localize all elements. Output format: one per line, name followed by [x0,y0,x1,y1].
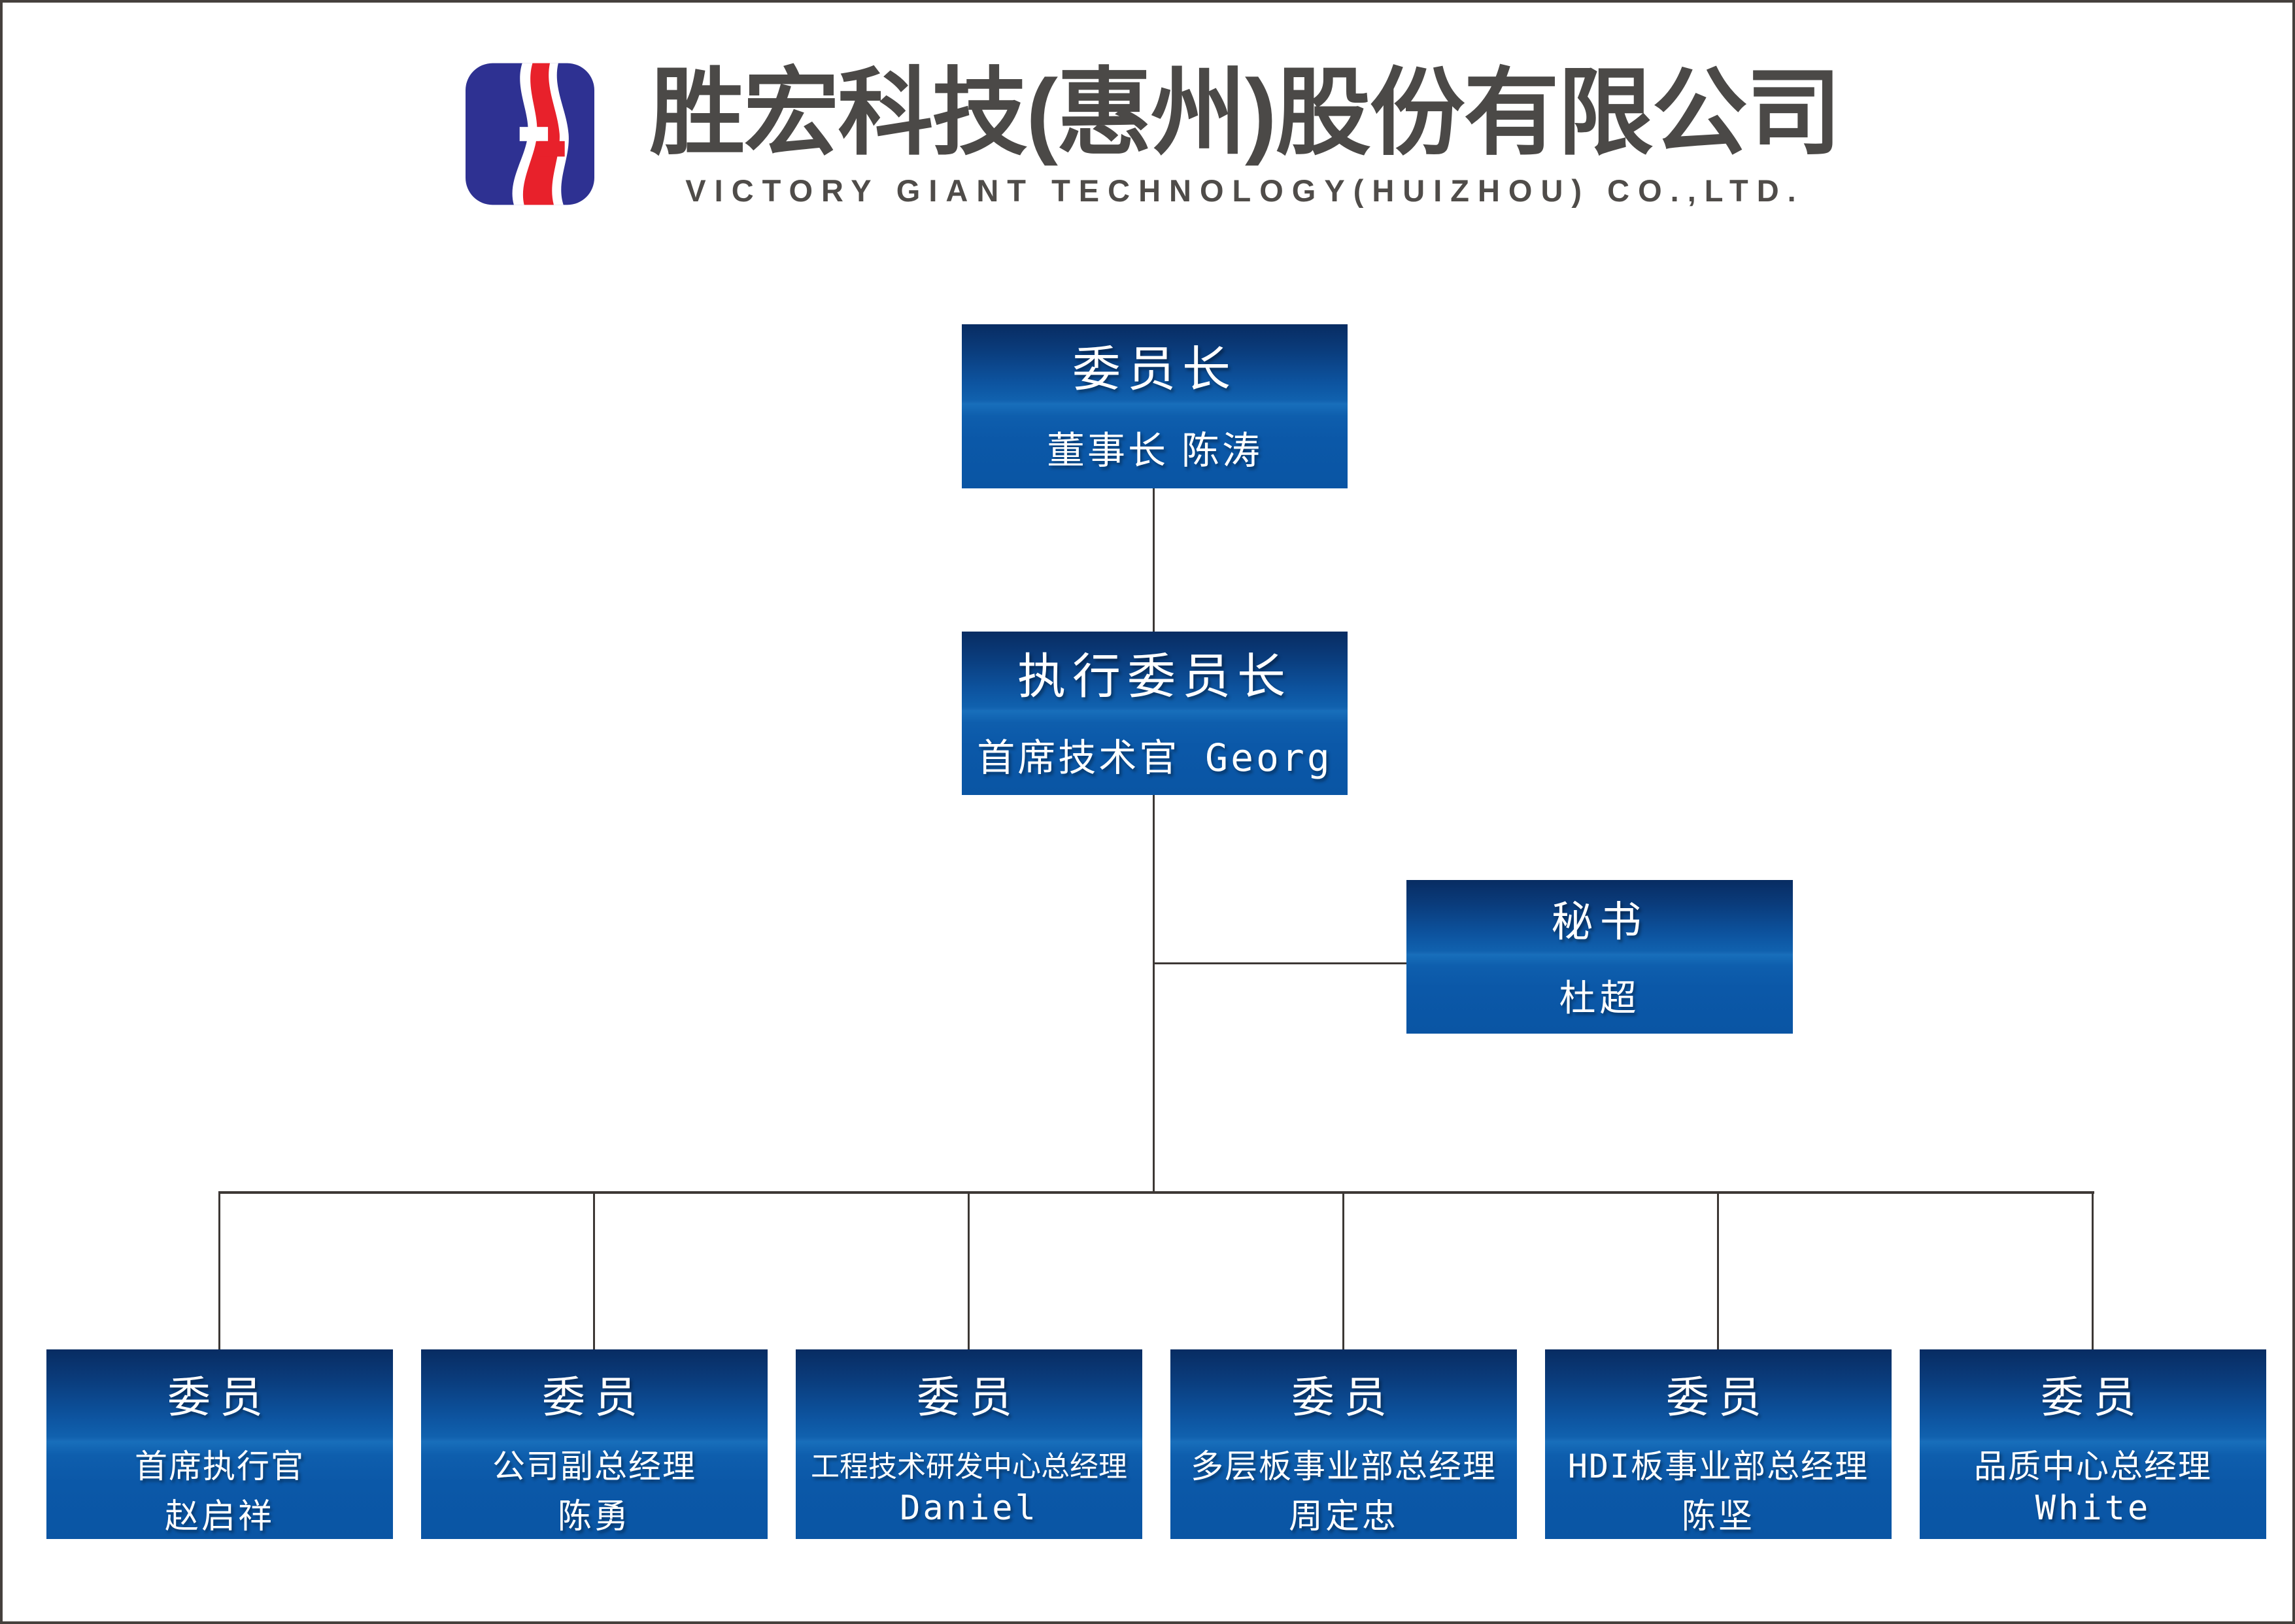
connector-drop-1 [218,1194,220,1349]
node-executive-chairman-person: 首席技术官 Georg [977,735,1333,780]
node-member-5-title: 委员 [1666,1373,1771,1422]
node-secretary-person: 杜超 [1559,977,1640,1019]
company-name-en: VICTORY GIANT TECHNOLOGY(HUIZHOU) CO.,LT… [685,173,1805,208]
node-member-4-role: 多层板事业部总经理 [1191,1447,1497,1485]
node-member-6-name: White [2035,1489,2151,1529]
node-member-3-role: 工程技术研发中心总经理 [811,1450,1127,1483]
connector-distribution [218,1191,2094,1194]
company-logo-icon [466,63,594,205]
node-member-1-role: 首席执行官 [135,1447,305,1485]
connector-trunk [1153,795,1155,1193]
node-member-2: 委员 公司副总经理 陈勇 [421,1349,768,1539]
company-name-zh: 胜宏科技(惠州)股份有限公司 [649,59,1841,166]
node-executive-chairman-title: 执行委员长 [1017,649,1292,703]
node-member-5-role: HDI板事业部总经理 [1567,1447,1869,1485]
node-member-6-title: 委员 [2041,1373,2145,1422]
node-member-1-name: 赵启祥 [164,1498,275,1536]
connector-drop-5 [1717,1194,1719,1349]
node-member-1: 委员 首席执行官 赵启祥 [46,1349,393,1539]
node-member-1-title: 委员 [167,1373,272,1422]
node-member-2-role: 公司副总经理 [492,1447,696,1485]
connector-drop-6 [2092,1194,2094,1349]
connector-drop-3 [968,1194,970,1349]
node-chairman: 委员长 董事长 陈涛 [962,324,1348,488]
node-member-6-role: 品质中心总经理 [1974,1447,2212,1485]
node-member-4: 委员 多层板事业部总经理 周定忠 [1170,1349,1517,1539]
node-member-5-name: 陈坚 [1681,1498,1755,1536]
connector-drop-2 [593,1194,595,1349]
connector-chairman-executive [1153,488,1155,632]
node-member-2-title: 委员 [542,1373,647,1422]
node-chairman-title: 委员长 [1072,342,1237,397]
node-member-2-name: 陈勇 [557,1498,631,1536]
node-executive-chairman: 执行委员长 首席技术官 Georg [962,632,1348,795]
node-chairman-person: 董事长 陈涛 [1046,430,1263,473]
connector-secretary [1154,962,1406,964]
connector-drop-4 [1342,1194,1344,1349]
node-member-5: 委员 HDI板事业部总经理 陈坚 [1545,1349,1892,1539]
node-member-3: 委员 工程技术研发中心总经理 Daniel [796,1349,1142,1539]
node-secretary-title: 秘书 [1551,898,1648,945]
node-secretary: 秘书 杜超 [1406,880,1793,1034]
node-member-4-name: 周定忠 [1288,1498,1399,1536]
node-member-6: 委员 品质中心总经理 White [1920,1349,2266,1539]
node-member-3-title: 委员 [917,1373,1021,1422]
node-member-4-title: 委员 [1291,1373,1396,1422]
node-member-3-name: Daniel [900,1489,1038,1529]
